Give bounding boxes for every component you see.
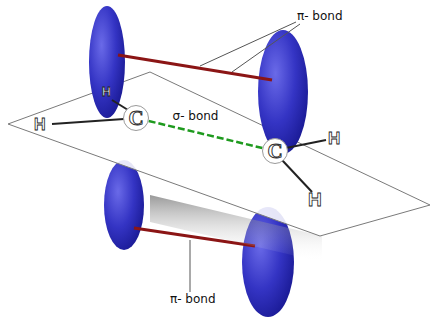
atom-label: H	[34, 116, 46, 134]
bond-label: σ- bond	[171, 109, 221, 123]
sigma-bond	[149, 121, 263, 148]
carbon-atom: C	[262, 138, 288, 164]
bond-label: π- bond	[170, 293, 216, 306]
leader-line	[190, 240, 191, 292]
atom-label: H	[308, 190, 322, 211]
atom-label: H	[102, 86, 111, 99]
c-h-bond	[52, 119, 124, 124]
atom-symbol: C	[128, 108, 143, 129]
p-orbital-lobe	[89, 6, 125, 118]
carbon-atom: C	[123, 105, 149, 131]
atom-label: H	[328, 130, 340, 149]
pi-bond-line	[118, 55, 272, 80]
c-h-bond	[282, 160, 312, 192]
atom-symbol: C	[267, 141, 282, 162]
bond-label: π- bond	[297, 10, 343, 23]
leader-line	[200, 22, 296, 66]
leader-line	[232, 24, 300, 72]
p-orbital-lobe	[104, 160, 144, 250]
molecular-plane	[8, 72, 430, 236]
c-h-bond	[286, 140, 326, 148]
